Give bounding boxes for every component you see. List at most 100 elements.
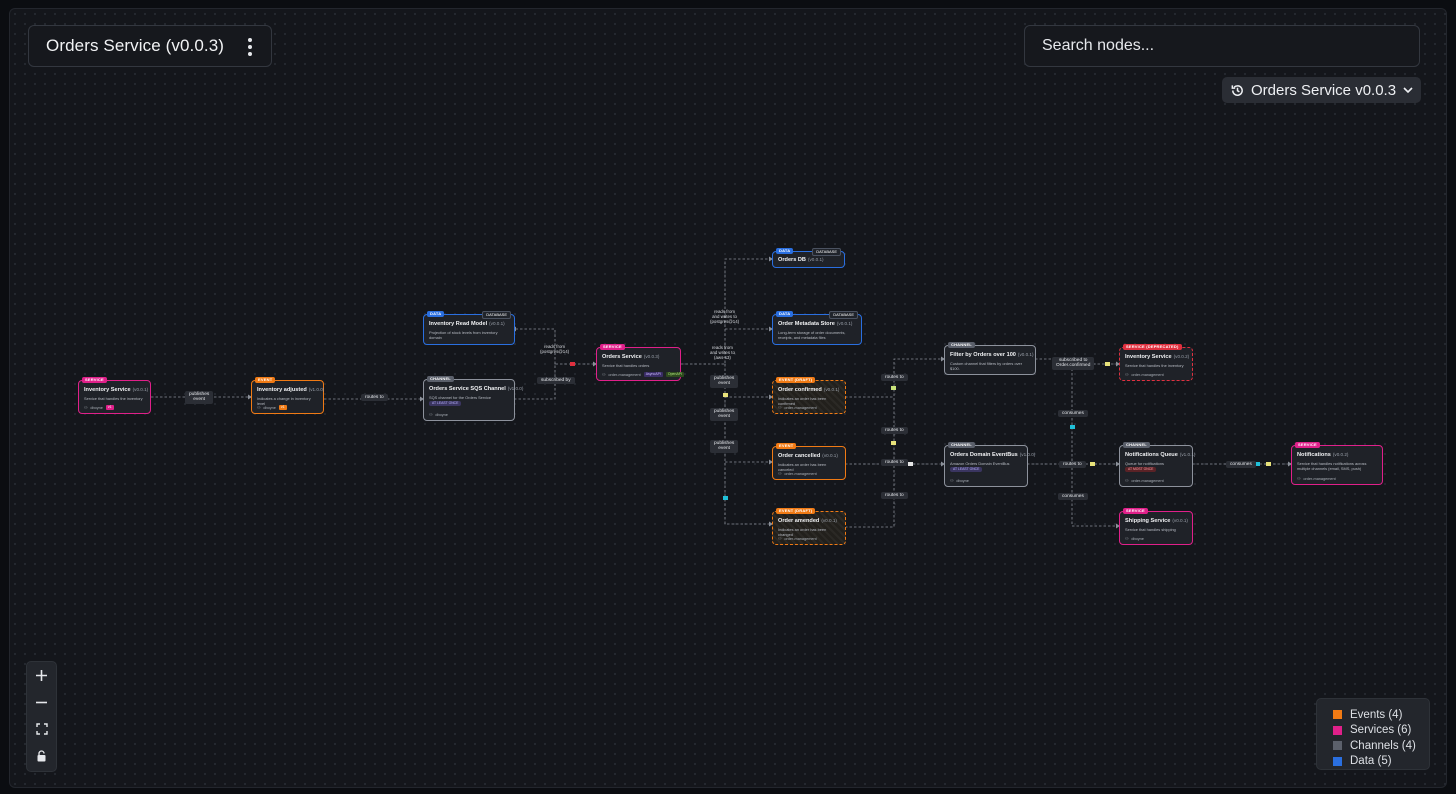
- node-owner: ⚇ order-management: [778, 405, 817, 411]
- legend-item-data[interactable]: Data (5): [1333, 754, 1429, 770]
- legend-swatch: [1333, 710, 1342, 720]
- node-owner: ⚇ order-management: [1125, 478, 1164, 484]
- node-orders-domain-eventbus[interactable]: CHANNEL Orders Domain EventBus(v1.0.0) A…: [944, 442, 1035, 487]
- node-badge: CHANNEL: [427, 376, 454, 382]
- node-title: Order amended(v0.0.1): [778, 518, 837, 524]
- node-badge: EVENT (DRAFT): [776, 508, 816, 514]
- node-title: Orders Service(v0.0.3): [602, 354, 660, 360]
- node-order-confirmed[interactable]: EVENT (DRAFT) Order confirmed(v0.0.1) In…: [772, 377, 846, 414]
- node-shipping-service[interactable]: SERVICE Shipping Service(v0.0.1) Service…: [1119, 508, 1193, 545]
- node-orders-sqs-channel[interactable]: CHANNEL Orders Service SQS Channel(v1.0.…: [423, 376, 523, 421]
- node-title: Inventory adjusted(v1.0.0): [257, 387, 325, 393]
- node-badge: EVENT (DRAFT): [776, 377, 816, 383]
- legend-item-events[interactable]: Events (4): [1333, 707, 1429, 723]
- node-owner: ⚇ dboyne: [429, 412, 448, 418]
- search-input[interactable]: Search nodes...: [1024, 25, 1420, 67]
- node-owner: ⚇ order-management: [1297, 476, 1336, 482]
- plus-icon: [36, 669, 47, 681]
- node-inventory-read-model[interactable]: DATA DATABASE Inventory Read Model(v0.0.…: [423, 311, 515, 345]
- edge-label-consumes: consumes: [1058, 410, 1088, 418]
- node-badge: SERVICE: [1295, 442, 1320, 448]
- edge-label-consumes: consumes: [1058, 493, 1088, 501]
- legend-swatch: [1333, 725, 1342, 735]
- legend-item-channels[interactable]: Channels (4): [1333, 738, 1429, 754]
- minus-icon: [36, 701, 47, 703]
- node-title: Notifications(v0.0.2): [1297, 452, 1349, 458]
- edge-label-reads-from: reads from (postgres@14): [540, 344, 570, 354]
- node-description: Service that handles orders: [602, 363, 650, 368]
- node-description: Service that handles the inventory: [84, 396, 143, 401]
- edge-label-publishes-event: publishes event: [710, 408, 739, 421]
- edge-label-publishes-event: publishes event: [185, 391, 214, 404]
- search-placeholder: Search nodes...: [1042, 37, 1155, 54]
- zoom-out-button[interactable]: [27, 689, 56, 715]
- edge-label-routes-to: routes to: [881, 374, 908, 382]
- node-title: Orders Domain EventBus(v1.0.0): [950, 452, 1036, 458]
- node-inventory-service[interactable]: SERVICE Inventory Service(v0.0.1) Servic…: [78, 377, 151, 414]
- node-badge: EVENT: [776, 443, 797, 449]
- legend-item-services[interactable]: Services (6): [1333, 723, 1429, 739]
- node-title: Orders Service SQS Channel(v1.0.0): [429, 386, 524, 392]
- edge-layer: [151, 256, 1292, 529]
- node-description: Service that handles notifications acros…: [1297, 461, 1367, 471]
- node-kind: DATABASE: [812, 248, 841, 256]
- node-order-amended[interactable]: EVENT (DRAFT) Order amended(v0.0.1) Indi…: [772, 508, 846, 545]
- edge-label-routes-to: routes to: [881, 427, 908, 435]
- node-badge: SERVICE: [600, 344, 625, 350]
- history-icon: [1231, 84, 1243, 96]
- node-badge: SERVICE: [82, 377, 107, 383]
- version-select[interactable]: Orders Service v0.0.3: [1222, 77, 1421, 103]
- node-owner: ⚇ order-management: [778, 536, 817, 542]
- node-badge: CHANNEL: [948, 342, 975, 348]
- node-title: Orders DB(v0.0.1): [778, 257, 824, 263]
- node-title: Filter by Orders over 100(v0.0.1): [950, 352, 1034, 358]
- node-description: Indicates an order has been changed: [778, 527, 827, 537]
- node-notifications-queue[interactable]: CHANNEL Notifications Queue(v1.0.1) Queu…: [1119, 442, 1195, 487]
- legend: Events (4) Services (6) Channels (4) Dat…: [1316, 698, 1430, 770]
- node-owner: ⚇ order-management: [778, 471, 817, 477]
- node-order-metadata-store[interactable]: DATA DATABASE Order Metadata Store(v0.0.…: [772, 311, 862, 345]
- node-description: Indicates an order has been confirmed: [778, 396, 827, 406]
- edge-label-routes-to: routes to: [881, 459, 908, 467]
- edge-label-routes-to: routes to: [881, 492, 908, 500]
- node-title: Inventory Service(v0.0.2): [1125, 354, 1190, 360]
- node-owner: ⚇ dboyne: [950, 478, 969, 484]
- node-inventory-service-deprecated[interactable]: SERVICE (DEPRECATED) Inventory Service(v…: [1119, 344, 1193, 381]
- fit-view-icon: [35, 723, 48, 735]
- edge-label-reads-writes-db: reads from and writes to (postgres@14): [710, 309, 740, 324]
- node-description: Indicates a change in inventory level: [257, 396, 311, 406]
- lock-icon: [37, 750, 46, 762]
- node-badge: DATA: [776, 248, 794, 254]
- node-description: Indicates an order has been canceled: [778, 462, 827, 472]
- flow-canvas[interactable]: publishes event routes to subscribed by …: [9, 8, 1447, 788]
- more-options-icon[interactable]: [247, 38, 253, 56]
- node-kind: DATABASE: [482, 311, 511, 319]
- node-order-cancelled[interactable]: EVENT Order cancelled(v0.0.1) Indicates …: [772, 443, 846, 480]
- node-title: Order Metadata Store(v0.0.1): [778, 321, 853, 327]
- edge-label-routes-to: routes to: [361, 394, 388, 402]
- node-badge: SERVICE: [1123, 508, 1148, 514]
- fit-view-button[interactable]: [27, 716, 56, 742]
- node-notifications-service[interactable]: SERVICE Notifications(v0.0.2) Service th…: [1291, 442, 1383, 485]
- node-owner: ⚇ dboyne: [1125, 536, 1144, 542]
- lock-button[interactable]: [27, 743, 56, 769]
- node-title: Inventory Read Model(v0.0.1): [429, 321, 505, 327]
- node-badge: SERVICE (DEPRECATED): [1123, 344, 1182, 350]
- chevron-down-icon: [1403, 87, 1413, 94]
- node-filter-orders-over-100[interactable]: CHANNEL Filter by Orders over 100(v0.0.1…: [944, 342, 1036, 375]
- node-badge: DATA: [776, 311, 794, 317]
- node-orders-db[interactable]: DATA DATABASE Orders DB(v0.0.1): [772, 248, 845, 268]
- version-select-label: Orders Service v0.0.3: [1251, 81, 1397, 99]
- node-badge: CHANNEL: [948, 442, 975, 448]
- node-title: Order cancelled(v0.0.1): [778, 453, 838, 459]
- node-inventory-adjusted[interactable]: EVENT Inventory adjusted(v1.0.0) Indicat…: [251, 377, 325, 414]
- zoom-in-button[interactable]: [27, 662, 56, 688]
- node-orders-service[interactable]: SERVICE Orders Service(v0.0.3) Service t…: [596, 344, 685, 381]
- node-badge: CHANNEL: [1123, 442, 1150, 448]
- edge-label-publishes-event: publishes event: [710, 375, 739, 388]
- node-description: Projection of stock levels from inventor…: [429, 330, 498, 340]
- edge-label-subscribed-to: subscribed to Order.confirmed: [1052, 357, 1095, 370]
